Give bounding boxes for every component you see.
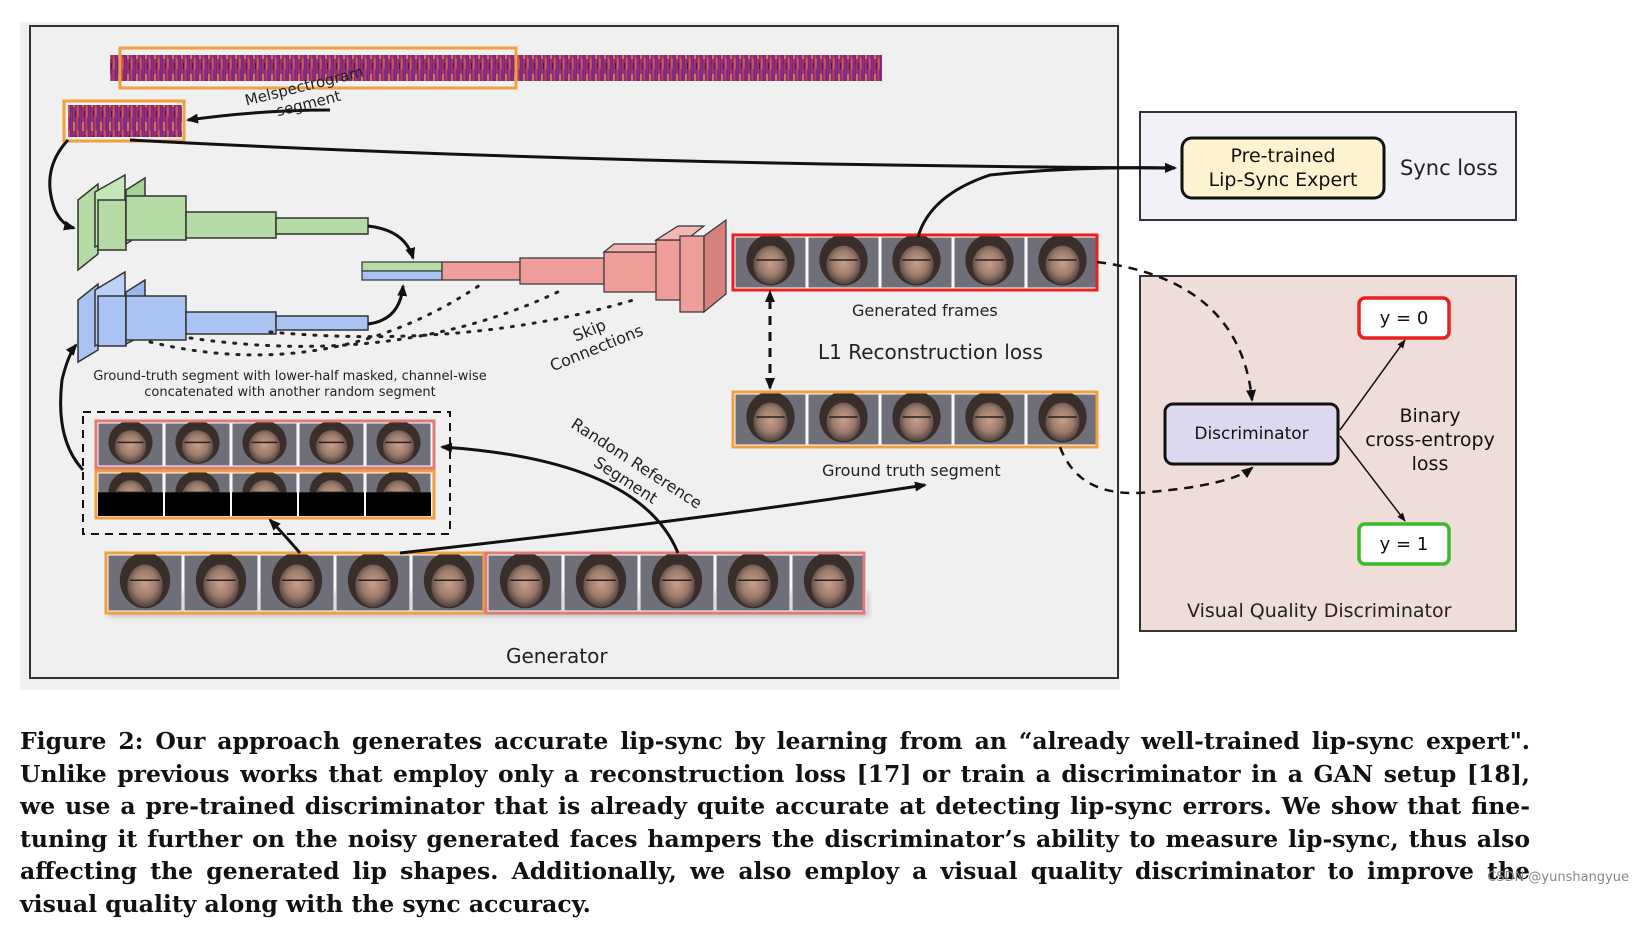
expert-label: Pre-trained Lip-Sync Expert (1208, 145, 1358, 191)
discriminator-label: Discriminator (1194, 424, 1309, 444)
face-skin (507, 564, 543, 608)
generated-frames (734, 234, 1099, 289)
face-skin (753, 245, 788, 285)
lower-half-mask (232, 492, 297, 516)
lower-half-mask (366, 492, 431, 516)
face-skin (753, 402, 788, 442)
l1-loss-label: L1 Reconstruction loss (818, 340, 1043, 364)
input-window-orange (104, 551, 486, 615)
y0-label: y = 0 (1379, 307, 1429, 329)
masked-frames-row (97, 470, 432, 517)
reference-row-border (94, 419, 436, 470)
audio-encoder (77, 173, 369, 272)
groundtruth-to-discriminator-arrow (1058, 446, 1254, 495)
face-skin (382, 430, 415, 463)
y1-box (1357, 522, 1451, 566)
face-skin (248, 430, 281, 463)
melspectrogram-segment-box (62, 99, 186, 143)
y0-box (1357, 296, 1451, 340)
reference-frames-row (97, 420, 432, 467)
mel-to-encoder-arrow (48, 138, 76, 231)
face-skin (826, 245, 861, 285)
mel-extract-arrow (186, 108, 331, 124)
audio-to-decoder-arrow (367, 224, 416, 260)
face-skin (279, 564, 315, 608)
disc-to-y1-arrow (1339, 435, 1406, 522)
face-skin (735, 564, 771, 608)
visual-quality-discriminator-label: Visual Quality Discriminator (1187, 600, 1452, 622)
sync-loss-label: Sync loss (1400, 156, 1498, 180)
skip-connections (148, 283, 642, 357)
generated-to-discriminator-arrow (1096, 260, 1256, 402)
discriminator-box (1163, 402, 1340, 466)
masked-to-encoder-arrow (59, 343, 85, 472)
face-skin (355, 564, 391, 608)
bce-loss-label: Binary cross-entropy loss (1365, 405, 1495, 475)
generator-label: Generator (506, 644, 608, 668)
lip-sync-expert-box (1180, 136, 1386, 200)
lower-half-mask (98, 492, 163, 516)
face-skin (203, 564, 239, 608)
lower-half-mask (165, 492, 230, 516)
input-frames-strip (107, 552, 867, 612)
face-skin (972, 402, 1007, 442)
window-to-masked-arrow (268, 518, 302, 554)
reference-arrow (440, 442, 680, 554)
ground-truth-segment-label: Ground truth segment (822, 461, 1001, 480)
face-skin (181, 430, 214, 463)
window-to-groundtruth-arrow (399, 481, 927, 555)
mel-to-expert-arrow (129, 138, 1177, 173)
face-to-decoder-arrow (367, 284, 408, 326)
lower-half-mask (299, 492, 364, 516)
face-skin (826, 402, 861, 442)
disc-to-y0-arrow (1339, 339, 1406, 431)
face-skin (659, 564, 695, 608)
figure-caption: Figure 2: Our approach generates accurat… (20, 727, 1530, 918)
face-skin (899, 402, 934, 442)
masked-row-border (94, 469, 436, 520)
ground-truth-frames (734, 391, 1099, 446)
generated-frames-label: Generated frames (852, 301, 998, 320)
generated-to-expert-arrow (916, 162, 1177, 238)
melspectrogram-strip (110, 55, 882, 81)
face-skin (431, 564, 467, 608)
ground-truth-border (731, 390, 1099, 449)
face-skin (127, 564, 163, 608)
face-skin (811, 564, 847, 608)
melspectrogram-segment (68, 105, 182, 137)
masked-input-dashed-box (82, 411, 451, 535)
face-encoder (77, 270, 369, 364)
face-skin (1045, 402, 1080, 442)
input-window-pink (484, 551, 866, 615)
face-skin (972, 245, 1007, 285)
face-skin (315, 430, 348, 463)
watermark: CSDN @yunshangyue (1487, 870, 1629, 885)
face-skin (1045, 245, 1080, 285)
melspectrogram-window-box (118, 46, 518, 90)
y1-label: y = 1 (1379, 533, 1429, 555)
gt-masked-label: Ground-truth segment with lower-half mas… (93, 369, 487, 400)
face-skin (114, 430, 147, 463)
face-decoder (361, 218, 727, 314)
face-skin (583, 564, 619, 608)
face-skin (899, 245, 934, 285)
